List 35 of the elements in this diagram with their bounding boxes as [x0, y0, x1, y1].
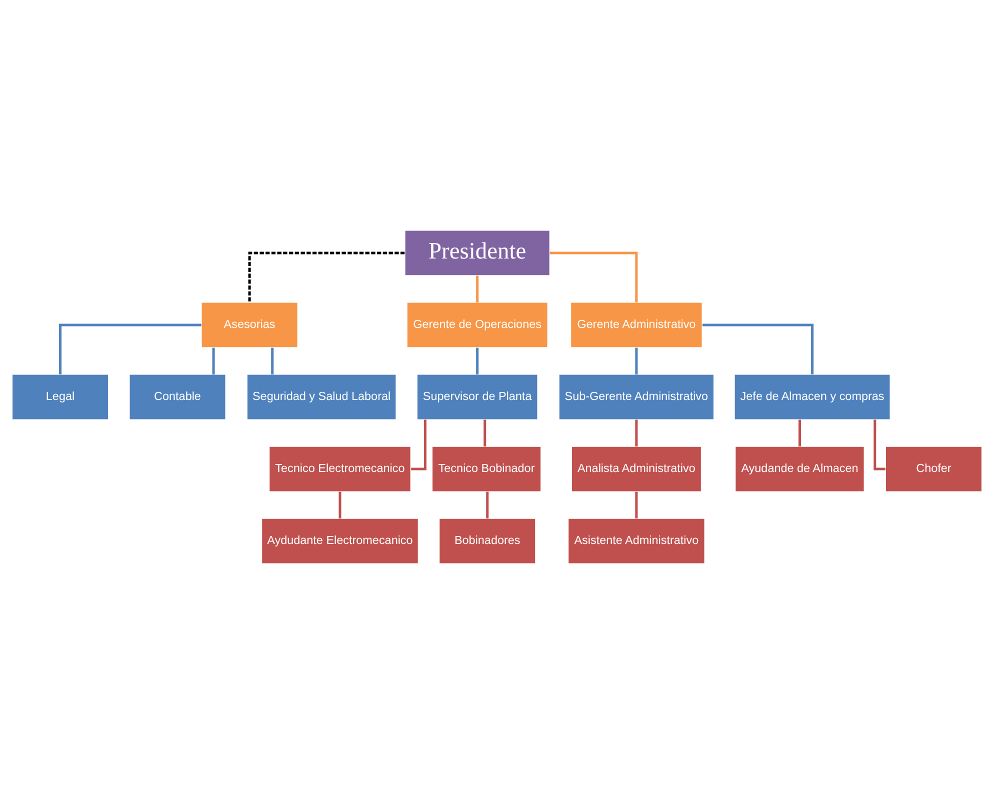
connector — [702, 324, 814, 374]
connector — [411, 420, 426, 470]
connector — [874, 420, 886, 470]
connector — [550, 252, 638, 302]
connector — [484, 420, 486, 446]
connector — [338, 492, 342, 518]
node-box: Contable — [128, 374, 226, 420]
node-box: Asistente Administrativo — [568, 518, 706, 564]
connector — [59, 324, 202, 374]
node-box: Tecnico Electromecanico — [268, 446, 412, 492]
node-box: Legal — [12, 374, 109, 420]
node-box: Gerente Administrativo — [570, 302, 703, 348]
node-box: Presidente — [404, 230, 550, 276]
connector — [798, 420, 801, 446]
connector — [476, 348, 479, 374]
connector — [212, 348, 215, 374]
connector — [486, 492, 489, 518]
node-box: Supervisor de Planta — [416, 374, 538, 420]
node-box: Analista Administrativo — [571, 446, 702, 492]
node-box: Jefe de Almacen y compras — [734, 374, 891, 420]
node-box: Gerente de Operaciones — [406, 302, 548, 348]
connector — [635, 492, 638, 518]
node-box: Aydudante Electromecanico — [261, 518, 419, 564]
connector — [476, 276, 479, 302]
node-box: Ayudande de Almacen — [734, 446, 865, 492]
connector — [271, 348, 274, 374]
node-box: Seguridad y Salud Laboral — [246, 374, 396, 420]
node-box: Tecnico Bobinador — [432, 446, 542, 492]
connector — [248, 252, 405, 302]
connector — [635, 348, 638, 374]
node-box: Asesorias — [200, 302, 298, 348]
node-box: Bobinadores — [438, 518, 536, 564]
node-box: Sub-Gerente Administrativo — [558, 374, 714, 420]
node-box: Chofer — [885, 446, 982, 492]
connector — [635, 420, 638, 446]
